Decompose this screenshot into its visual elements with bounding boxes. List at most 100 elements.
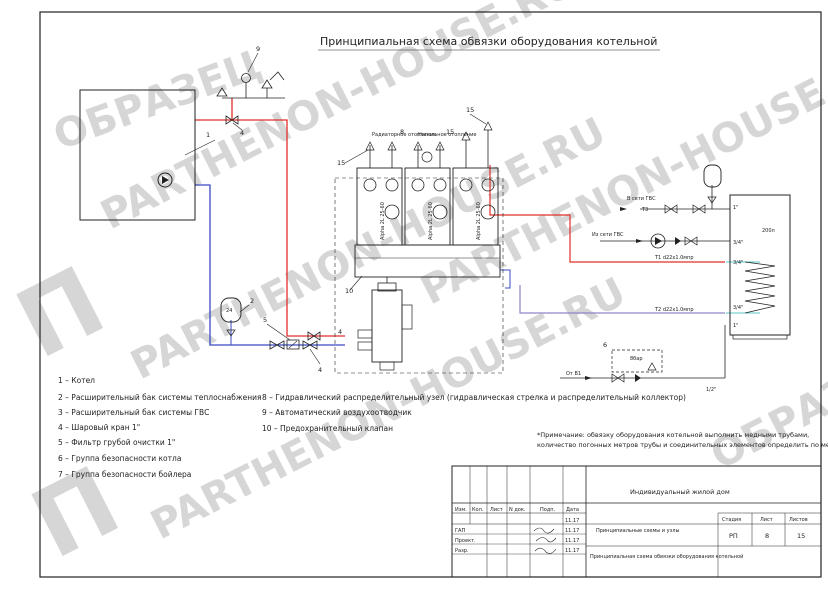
callout-15-b: 15	[466, 106, 474, 114]
water-heater-volume: 200л	[762, 228, 775, 234]
tb-date-1: 11.17	[565, 518, 579, 524]
heater-relief-valve	[647, 362, 657, 371]
ball-valve-icon-ret-a	[269, 340, 278, 350]
callout-4-top: 4	[240, 129, 244, 137]
pump-2-label: Alpha 2L 25-60	[428, 202, 434, 240]
pump-1-pump-icon	[384, 204, 400, 220]
watermark-logo-1: П	[1, 246, 122, 380]
callout-leader-15	[469, 113, 487, 125]
callout-leader-1	[184, 139, 216, 156]
boiler-body	[79, 89, 196, 221]
cold-valve-a	[611, 373, 619, 383]
pump-group-3-frame	[452, 167, 499, 246]
legend-item: 6 – Группа безопасности котла	[58, 454, 181, 463]
tb-role-gap: ГАП	[455, 528, 465, 534]
pump-group-1: Alpha 2L 25-60	[356, 167, 403, 246]
callout-4-bottom: 4	[318, 366, 322, 374]
unit-boundary	[334, 177, 504, 374]
drain-size: 1/2"	[706, 387, 716, 393]
callout-8: 10	[345, 287, 353, 295]
strainer-mesh	[288, 340, 298, 349]
dhw-in-label: Из сети ГВС	[592, 232, 624, 238]
separator-inlet-supply	[357, 329, 373, 339]
callout-15-a: 15	[446, 128, 454, 136]
tb-col-list: Лист	[490, 507, 503, 513]
tb-signatures	[533, 527, 557, 554]
tb-date-3: 11.17	[565, 538, 579, 544]
dhw-in-arrow	[636, 239, 643, 243]
tb-role-razr: Разр.	[455, 548, 469, 554]
dhw-tank-body	[703, 164, 722, 188]
ball-valve-icon-ret-b	[276, 340, 285, 350]
ball-valve-icon-top-b	[231, 115, 239, 125]
ball-valve-icon-sup-a	[307, 331, 315, 341]
tb-date-2: 11.17	[565, 528, 579, 534]
callout-5: 5	[263, 316, 267, 324]
expansion-tank-valve	[226, 329, 236, 337]
legend-item: 2 – Расширительный бак системы теплоснаб…	[58, 393, 262, 402]
pump-group-3: Alpha 2L 25-60	[452, 167, 499, 246]
air-vent-icon-1	[365, 141, 375, 151]
note-line-2: количество погонных метров трубы и соеди…	[537, 441, 828, 449]
pump-1-label: Alpha 2L 25-60	[380, 202, 386, 240]
dhw-out-arrow	[620, 207, 627, 211]
dhw-pump-arrow	[655, 237, 662, 245]
callout-leader-8	[349, 275, 363, 291]
coil-return-pipe	[519, 285, 725, 314]
hydraulic-separator	[371, 289, 403, 363]
water-heater-base	[732, 334, 788, 340]
air-vent-icon-5	[461, 131, 471, 141]
port-size-34-c: 3/4"	[733, 305, 743, 311]
t1-label: Т1 d22х1.0мпр	[654, 255, 694, 261]
dhw-expansion-tank	[703, 164, 722, 204]
outlet-risers	[365, 121, 493, 168]
expansion-tank-body	[220, 297, 242, 323]
safety-group-7-frame	[611, 349, 663, 373]
pump-2-thermometer-right	[433, 178, 447, 192]
tb-col-data: Дата	[566, 507, 579, 513]
ball-valve-icon-ret-d	[309, 340, 318, 350]
callout-leader-4-bottom	[309, 348, 321, 365]
dhw-out-valve-b	[670, 204, 678, 214]
port-size-34-a: 3/4"	[733, 240, 743, 246]
air-vent-icon-4	[435, 141, 445, 151]
callout-leader-5	[266, 323, 291, 341]
pump-3-label: Alpha 2L 25-60	[476, 202, 482, 240]
note: *Примечание: обвязку оборудования котель…	[537, 431, 828, 449]
pump-group-1-frame	[356, 167, 403, 246]
cold-valve-b	[617, 373, 625, 383]
pressure-gauge-icon	[241, 73, 251, 83]
note-line-1: *Примечание: обвязку оборудования котель…	[537, 431, 809, 439]
separator-side-port	[401, 304, 413, 330]
callout-leader-2	[239, 304, 250, 313]
cold-water-label: От В1	[566, 371, 581, 377]
tb-sheets-label: Листов	[789, 517, 808, 523]
pump-1-thermometer-right	[385, 178, 399, 192]
pump-2-thermometer-left	[411, 178, 425, 192]
collector-return-stub	[500, 269, 511, 289]
dhw-return-fittings	[650, 233, 698, 249]
separator-inlet-return	[357, 341, 373, 351]
dhw-outlet-fittings	[664, 204, 706, 214]
ball-valve-icon-top	[225, 115, 233, 125]
legend-item: 10 – Предохранительный клапан	[262, 424, 393, 433]
legend-item: 1 – Котел	[58, 376, 95, 385]
gas-boiler	[79, 89, 196, 221]
t2-label: Т2 d22х1.0мпр	[654, 307, 694, 313]
callout-1: 1	[206, 131, 210, 139]
port-size-1-bottom: 1"	[733, 323, 738, 329]
callout-leader-4-top	[232, 122, 243, 131]
water-heater-safety-group: 8бар	[611, 349, 663, 383]
tb-col-ndoc: N док.	[509, 507, 526, 513]
legend-right: 8 – Гидравлический распределительный узе…	[262, 393, 686, 433]
watermark-sample-2: ОБРАЗЕЦ	[704, 339, 828, 479]
legend-left: 1 – Котел 2 – Расширительный бак системы…	[58, 376, 262, 479]
callout-4-mid: 4	[338, 328, 342, 336]
pump-3-thermometer-left	[459, 178, 473, 192]
callout-leader-6	[247, 52, 259, 73]
pump-1-thermometer-left	[363, 178, 377, 192]
pressure-gauge-icon-2	[421, 151, 433, 163]
circuit-2-label: Напольное отопление	[418, 132, 476, 138]
callout-7: 6	[603, 341, 607, 349]
pump-3-thermometer-right	[481, 178, 495, 192]
